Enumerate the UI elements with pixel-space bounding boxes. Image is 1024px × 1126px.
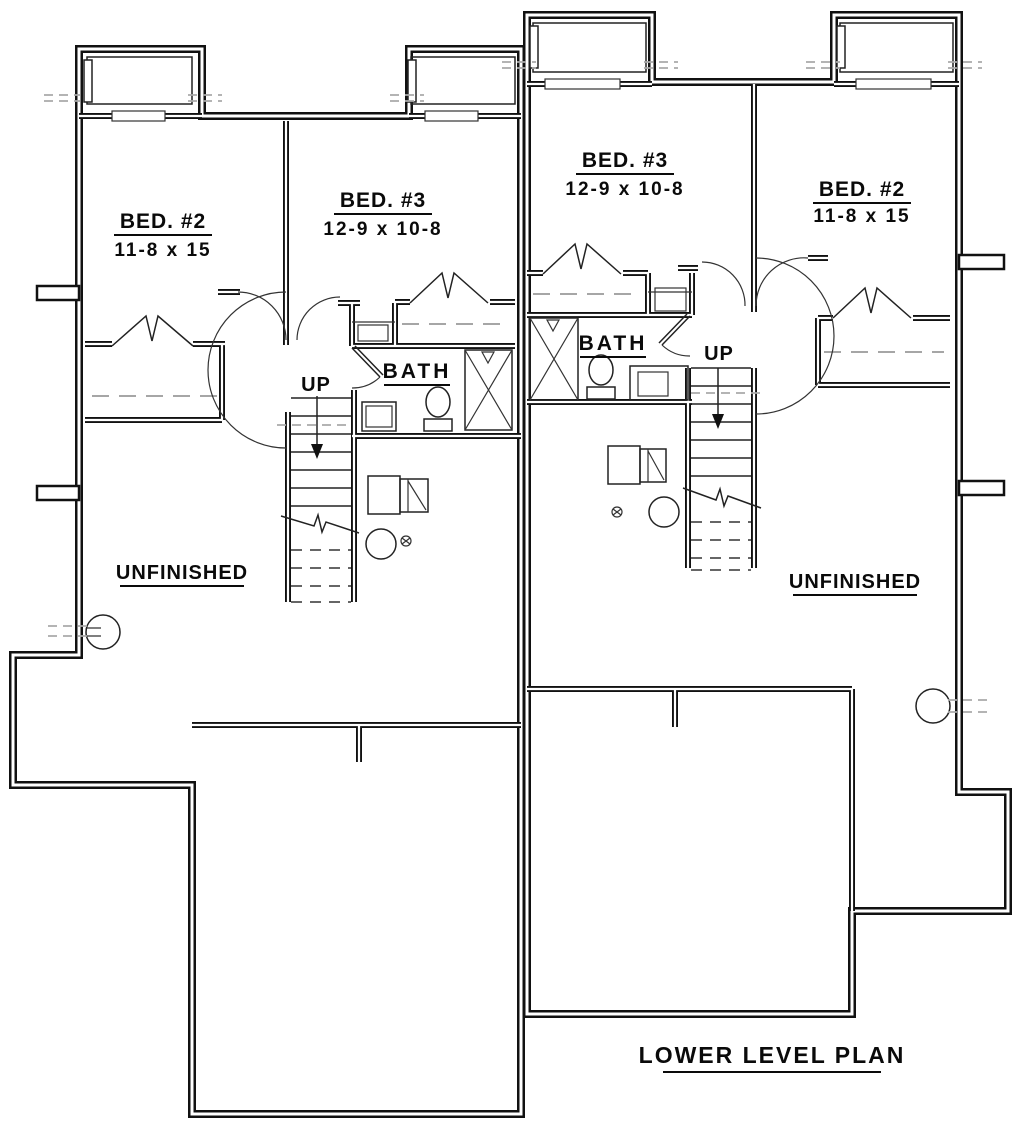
left-bed3-label: BED. #3 [340,189,426,212]
water-heater-right [611,496,680,528]
furnace-right [607,445,667,485]
plan-title: LOWER LEVEL PLAN [639,1042,906,1068]
stairs-left [277,396,360,603]
right-unfinished-label: UNFINISHED [789,571,921,593]
sump-pit-left [48,614,121,650]
water-heater-left [365,528,412,560]
furnace-left [367,475,429,515]
left-up-label: UP [301,374,331,396]
right-bed3-label: BED. #3 [582,149,668,172]
foundation-pilasters [35,253,1006,502]
closet-rods [92,293,944,397]
bedroom-windows [111,78,932,122]
grade-tick-marks [44,61,982,102]
right-bed3-dims: 12-9 x 10-8 [565,179,684,200]
right-bed2-dims: 11-8 x 15 [813,206,910,227]
left-bed2-dims: 11-8 x 15 [114,240,211,261]
egress-window [836,25,846,69]
stairs-right [682,367,765,571]
vanity-sink-left [361,401,397,432]
left-bed2-label: BED. #2 [120,210,206,233]
left-bath-label: BATH [383,360,452,383]
toilet-left [423,386,453,432]
linen-closets [352,287,692,342]
closet-bifold-doors [111,242,912,347]
sheet-title: LOWER LEVEL PLAN [639,1042,906,1073]
sump-pit-right [915,688,990,724]
shower-left [464,349,513,431]
toilet-right [586,354,616,400]
right-bath-label: BATH [579,332,648,355]
vanity-sink-right [629,365,689,401]
left-unfinished-label: UNFINISHED [116,562,248,584]
egress-window [83,59,93,103]
egress-window [407,59,417,103]
right-bed2-label: BED. #2 [819,178,905,201]
door-swings [207,257,835,449]
shower-right [529,317,579,401]
left-bed3-dims: 12-9 x 10-8 [323,219,442,240]
right-up-label: UP [704,343,734,365]
room-labels: BED. #2 11-8 x 15 BED. #3 12-9 x 10-8 BE… [114,149,921,596]
